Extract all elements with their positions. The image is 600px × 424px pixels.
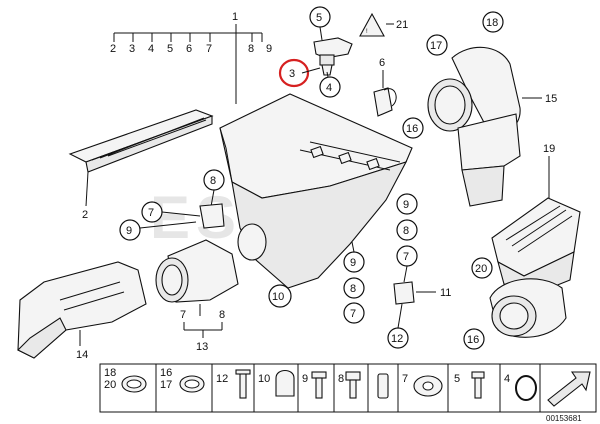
filter-housing-group: 10	[219, 93, 413, 308]
right-callouts: 9 8 7 11 12	[387, 193, 451, 349]
intake-snorkel-group: 14	[17, 261, 147, 361]
callout-1: 1	[232, 11, 238, 23]
callout-3-top: 3	[129, 43, 135, 55]
callout-7-bottom: 7	[180, 309, 186, 321]
legend-label-4: 4	[504, 373, 510, 385]
callout-7-top: 7	[206, 43, 212, 55]
callout-6-right: 6	[379, 57, 385, 69]
bolt-icon	[345, 371, 361, 399]
callout-9-top: 9	[266, 43, 272, 55]
callout-14: 14	[76, 349, 88, 361]
callout-5-sensor: 5	[316, 12, 322, 24]
air-mass-sensor	[313, 37, 353, 59]
svg-text:!: !	[366, 29, 368, 35]
legend-label-12: 12	[216, 373, 228, 385]
legend-label-16: 16	[160, 367, 172, 379]
callout-17: 17	[430, 40, 442, 52]
callout-4-sensor: 4	[326, 82, 332, 94]
screw-icon	[471, 371, 485, 399]
callout-9-right: 9	[403, 199, 409, 211]
resonator-box	[457, 113, 521, 171]
arrow-icon	[547, 371, 591, 407]
legend-label-9: 9	[302, 373, 308, 385]
left-callouts: 8 7 9	[119, 169, 225, 241]
legend-label-10: 10	[258, 373, 270, 385]
mid-callouts: 9 8 7	[343, 241, 365, 324]
hose-clamp-icon	[121, 375, 147, 393]
expanding-rivet-icon	[235, 369, 251, 399]
legend-label-20: 20	[104, 379, 116, 391]
callout-18: 18	[486, 17, 498, 29]
callout-15: 15	[545, 93, 557, 105]
callout-6-top: 6	[186, 43, 192, 55]
grommet-icon	[413, 375, 443, 397]
callout-8-mid: 8	[350, 283, 356, 295]
callout-7-mid: 7	[350, 308, 356, 320]
callout-5-top: 5	[167, 43, 173, 55]
legend-label-8: 8	[338, 373, 344, 385]
connector-group: 6 16	[373, 57, 424, 139]
intake-duct-lower-group: 19 20 16	[463, 143, 581, 350]
legend-label-18: 18	[104, 367, 116, 379]
warning-triangle-icon	[359, 12, 385, 37]
callout-9-left: 9	[126, 225, 132, 237]
legend-strip: 18 20 16 17 12 10 9 8	[99, 363, 597, 413]
callout-16-right: 16	[406, 123, 418, 135]
callout-11: 11	[440, 287, 451, 299]
intake-duct-right-group: 18 17 15	[426, 11, 557, 207]
callout-20: 20	[475, 263, 487, 275]
air-mass-sensor-group: 5 ! 21 3 4	[278, 6, 408, 98]
callout-10: 10	[272, 291, 284, 303]
air-filter-element-group: 2	[68, 109, 214, 221]
callout-7-left: 7	[148, 207, 154, 219]
o-ring-icon	[515, 375, 537, 401]
sensor-probe	[321, 64, 333, 76]
spacer-sleeve-icon	[377, 373, 389, 399]
callout-9-mid: 9	[350, 257, 356, 269]
highlight-circle	[278, 58, 310, 88]
air-filter-element	[68, 109, 214, 163]
callout-19: 19	[543, 143, 555, 155]
callout-13: 13	[196, 341, 208, 353]
callout-8-left: 8	[210, 175, 216, 187]
callout-2-filter: 2	[82, 209, 88, 221]
callout-8-right: 8	[403, 225, 409, 237]
callout-8-top: 8	[248, 43, 254, 55]
callout-16-bottom: 16	[467, 334, 479, 346]
callout-3-sensor: 3	[289, 68, 295, 80]
callout-8-bottom: 8	[219, 309, 225, 321]
maf-boot-group: 7 8 13	[155, 239, 239, 353]
rubber-mount-icon	[275, 369, 295, 397]
diagram-number: 00153681	[546, 414, 582, 423]
bracket	[199, 203, 225, 229]
callout-21: 21	[396, 19, 408, 31]
housing-outlet	[237, 223, 267, 261]
callout-2-top: 2	[110, 43, 116, 55]
legend-label-7: 7	[402, 373, 408, 385]
legend-label-17: 17	[160, 379, 172, 391]
sensor-body	[319, 54, 335, 66]
legend-label-5: 5	[454, 373, 460, 385]
hose-connector	[373, 87, 393, 117]
screw-icon	[311, 371, 327, 399]
expanding-rivet	[393, 281, 415, 305]
resonator-lower	[461, 165, 505, 207]
callout-4-top: 4	[148, 43, 154, 55]
hose-clamp-icon	[179, 375, 205, 393]
top-callout-row: 1 2 3 4 5 6 7 8 9	[110, 11, 272, 104]
callout-12: 12	[391, 333, 403, 345]
callout-7-right: 7	[403, 251, 409, 263]
